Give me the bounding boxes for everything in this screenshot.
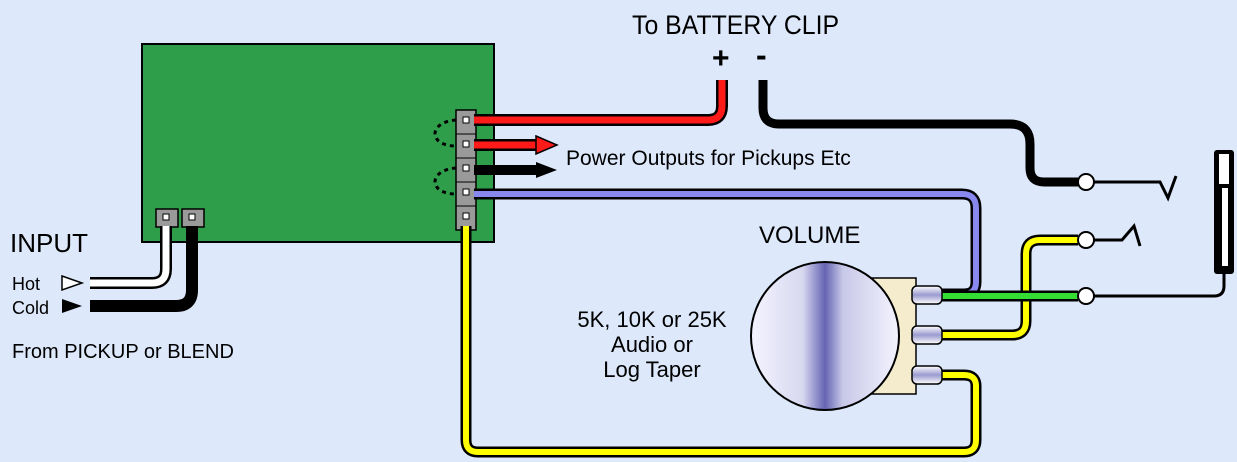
output-jack [1214,150,1234,274]
cold-input-wire [90,226,198,312]
red-arrow [535,134,559,156]
output-terminal-strip [455,109,477,231]
black-arrow [536,162,557,178]
battery-clip-label: To BATTERY CLIP [632,11,839,40]
battery-plus-label: + [712,42,730,75]
black-wire-battery-minus [758,80,1078,187]
cold-arrow [62,299,82,313]
power-outputs-label: Power Outputs for Pickups Etc [566,147,851,170]
yellow-wire-switch [940,234,1078,341]
pot-value-line1: 5K, 10K or 25K [577,307,727,332]
hot-label: Hot [12,274,40,294]
volume-label: VOLUME [759,222,860,249]
switch-contacts [1077,173,1226,305]
red-wire-battery-plus [474,80,728,126]
jumper-dotted-top [433,118,457,148]
battery-minus-label: - [756,37,767,73]
pot-value-line3: Log Taper [603,357,700,382]
jumper-dotted-bottom [433,166,457,196]
from-pickup-label: From PICKUP or BLEND [12,341,234,363]
cold-label: Cold [12,298,49,318]
input-title: INPUT [10,228,88,258]
hot-arrow [61,274,85,292]
volume-potentiometer [750,261,943,411]
pot-value-line2: Audio or [611,332,693,357]
